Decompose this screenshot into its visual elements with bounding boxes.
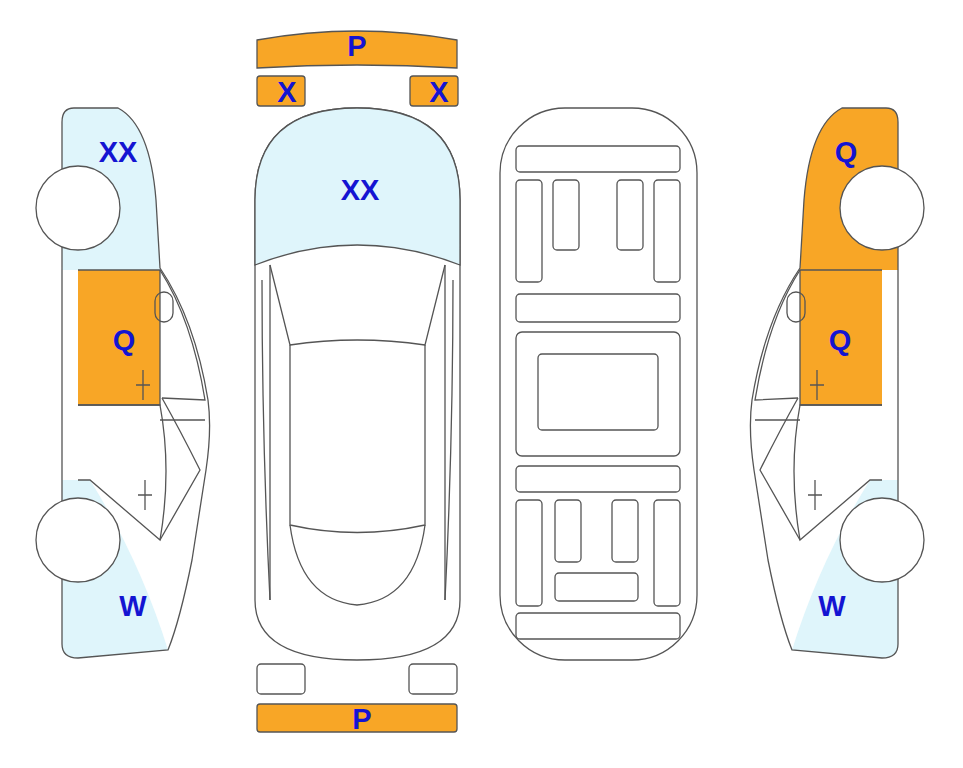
right-side-view — [750, 108, 924, 658]
damage-code: XX — [341, 176, 380, 205]
left-side-view — [36, 108, 210, 658]
damage-code: XX — [99, 138, 138, 167]
damage-code: P — [352, 705, 371, 734]
damage-code: P — [347, 32, 366, 61]
damage-code: W — [818, 592, 845, 621]
underside-view — [500, 108, 697, 660]
top-view — [255, 31, 460, 732]
damage-code: Q — [835, 138, 858, 167]
damage-code: X — [429, 78, 448, 107]
damage-code: X — [277, 78, 296, 107]
damage-code: Q — [113, 326, 136, 355]
damage-code: Q — [829, 326, 852, 355]
damage-code: W — [119, 592, 146, 621]
